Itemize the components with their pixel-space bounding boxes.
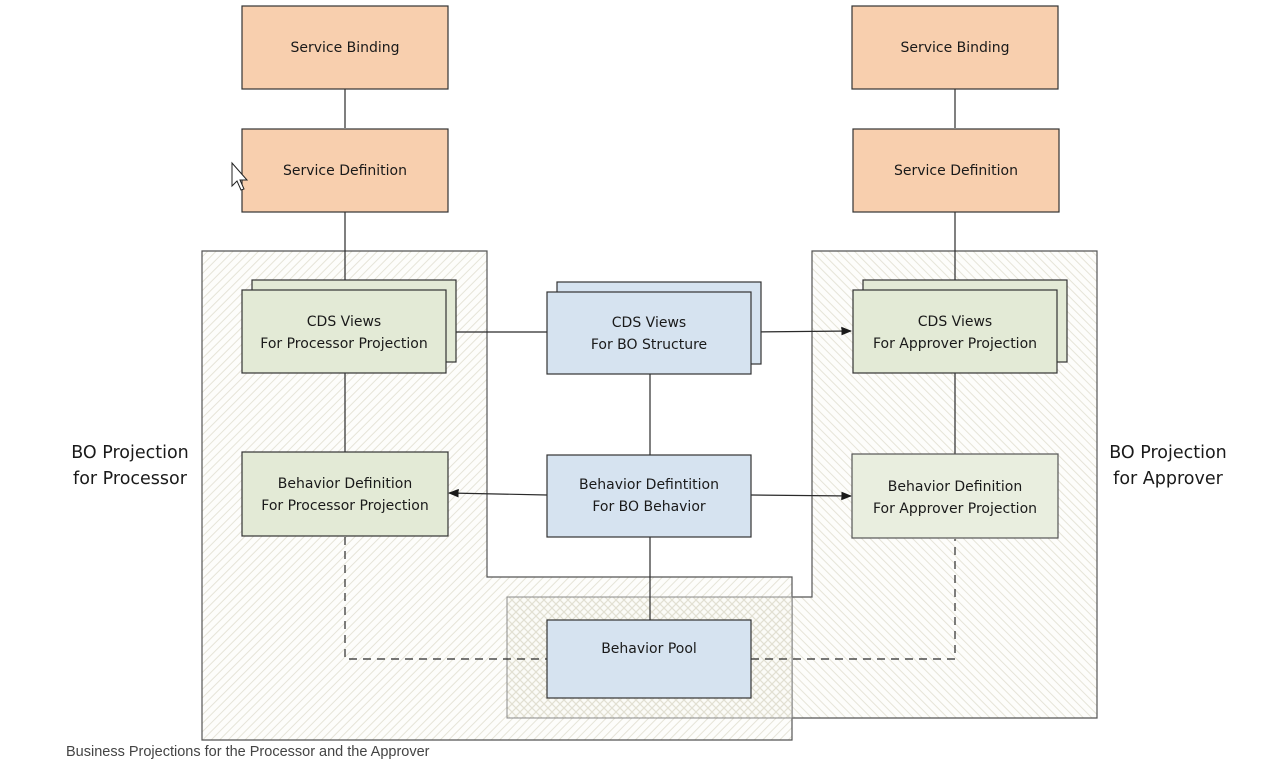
cds-views-bo-structure-line2: For BO Structure <box>591 337 707 353</box>
cds-views-processor-line1: CDS Views <box>307 314 381 330</box>
behavior-definition-approver-line2: For Approver Projection <box>873 501 1037 517</box>
region-label-approver-line2: for Approver <box>1113 469 1223 489</box>
behavior-definition-processor-line1: Behavior Definition <box>278 476 412 492</box>
service-binding-right-label: Service Binding <box>900 40 1009 56</box>
service-binding-right-node: Service Binding <box>851 5 1059 90</box>
region-label-processor-line2: for Processor <box>73 469 188 489</box>
behavior-definition-processor-node: Behavior Definition For Processor Projec… <box>241 451 449 537</box>
connectors <box>344 89 956 660</box>
cds-views-bo-structure-node: CDS Views For BO Structure <box>546 281 762 375</box>
figure-caption: Business Projections for the Processor a… <box>66 744 430 760</box>
region-label-approver: BO Projection for Approver <box>1109 443 1227 489</box>
region-label-processor: BO Projection for Processor <box>71 443 189 489</box>
region-label-processor-line1: BO Projection <box>71 443 189 463</box>
cds-views-approver-line1: CDS Views <box>918 314 992 330</box>
behavior-definition-bo-line2: For BO Behavior <box>592 499 706 515</box>
service-definition-right-label: Service Definition <box>894 163 1018 179</box>
behavior-pool-label: Behavior Pool <box>601 641 697 657</box>
service-definition-left-label: Service Definition <box>283 163 407 179</box>
arrow-behavior-to-processor <box>447 488 548 498</box>
cds-views-bo-structure-line1: CDS Views <box>612 315 686 331</box>
arrow-cds-to-approver <box>750 326 853 336</box>
service-binding-left-node: Service Binding <box>241 5 449 90</box>
arrow-behavior-to-approver <box>750 491 853 501</box>
dashed-processor-to-pool <box>344 537 547 660</box>
region-label-approver-line1: BO Projection <box>1109 443 1227 463</box>
behavior-definition-processor-line2: For Processor Projection <box>261 498 428 514</box>
behavior-definition-approver-line1: Behavior Definition <box>888 479 1022 495</box>
cds-views-processor-line2: For Processor Projection <box>260 336 427 352</box>
behavior-pool-node: Behavior Pool <box>546 619 752 699</box>
cds-views-processor-node: CDS Views For Processor Projection <box>241 279 457 374</box>
service-definition-left-node: Service Definition <box>241 128 449 213</box>
dashed-approver-to-pool <box>751 539 956 660</box>
behavior-definition-bo-node: Behavior Defintition For BO Behavior <box>546 454 752 538</box>
cds-views-approver-node: CDS Views For Approver Projection <box>852 279 1068 374</box>
cds-views-approver-line2: For Approver Projection <box>873 336 1037 352</box>
service-binding-left-label: Service Binding <box>290 40 399 56</box>
behavior-definition-bo-line1: Behavior Defintition <box>579 477 719 493</box>
mouse-cursor-icon <box>231 161 249 191</box>
service-definition-right-node: Service Definition <box>852 128 1060 213</box>
behavior-definition-approver-node: Behavior Definition For Approver Project… <box>851 453 1059 539</box>
